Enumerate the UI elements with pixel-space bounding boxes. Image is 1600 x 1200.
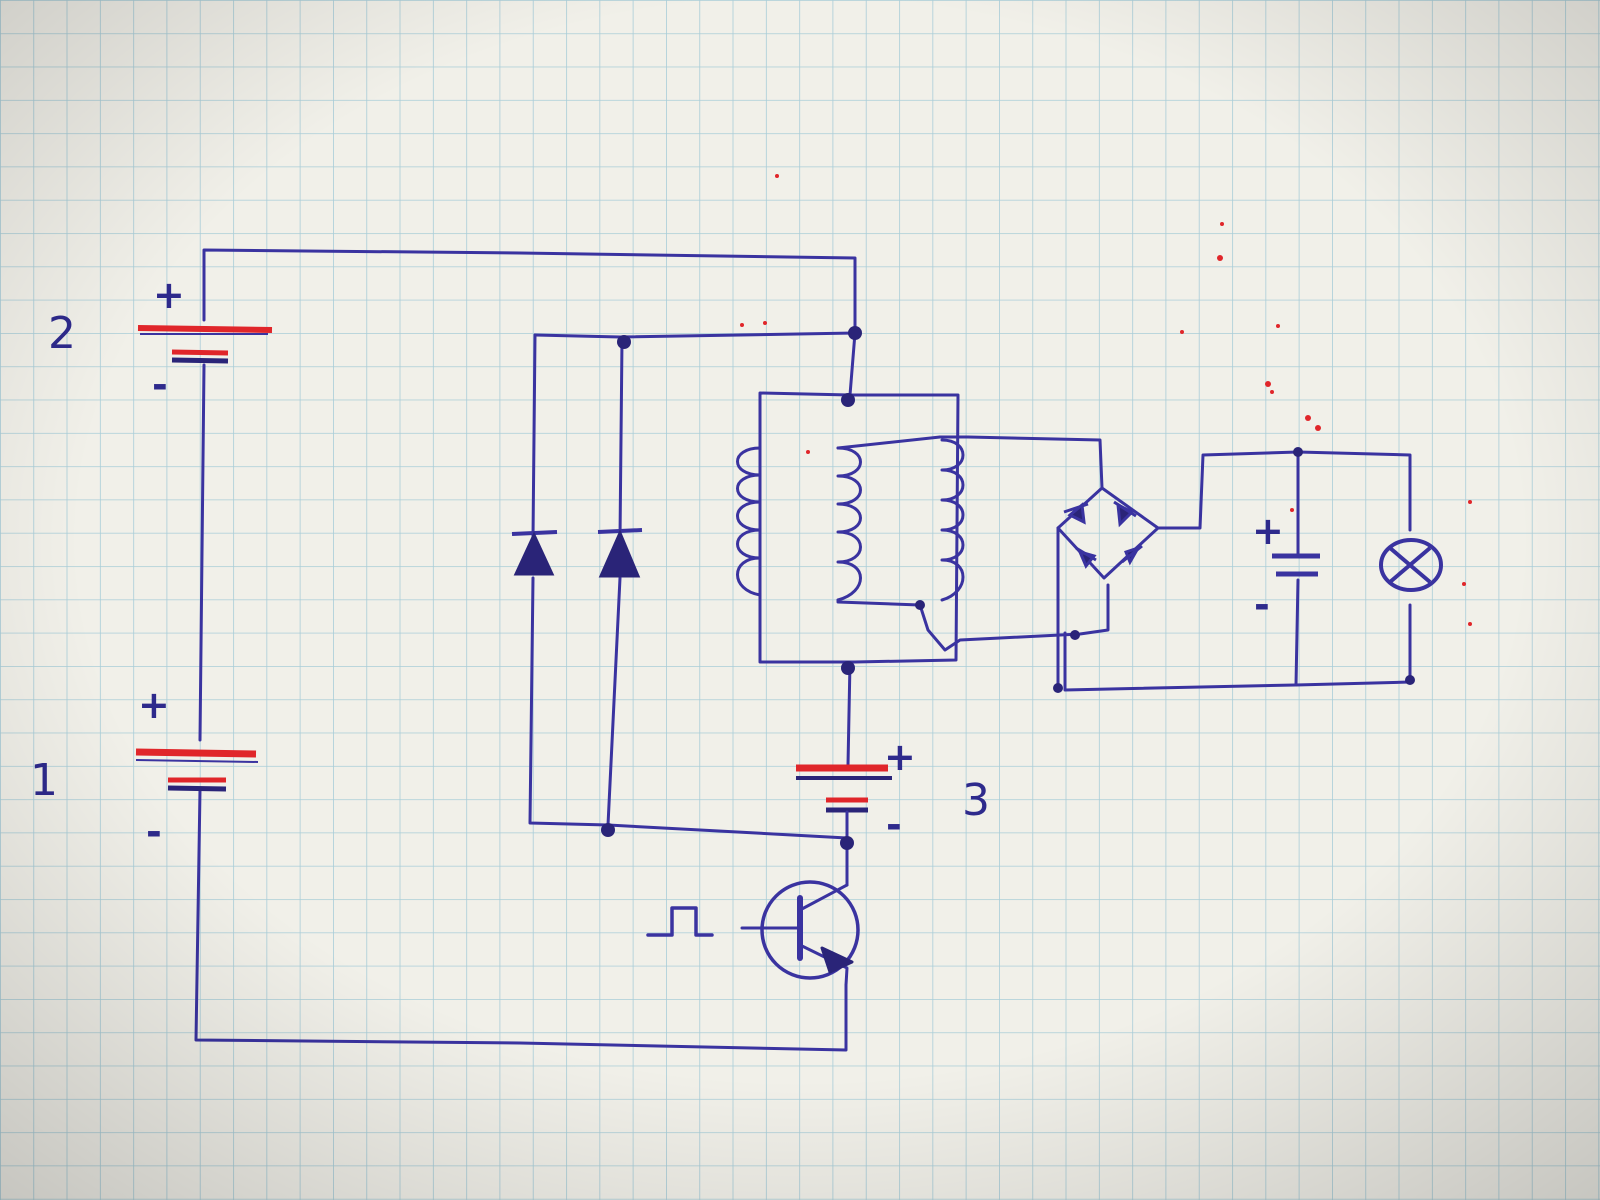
photo-vignette [0,0,1600,1200]
circuit-diagram: 2 + - 1 + - 3 + - + - [0,0,1600,1200]
